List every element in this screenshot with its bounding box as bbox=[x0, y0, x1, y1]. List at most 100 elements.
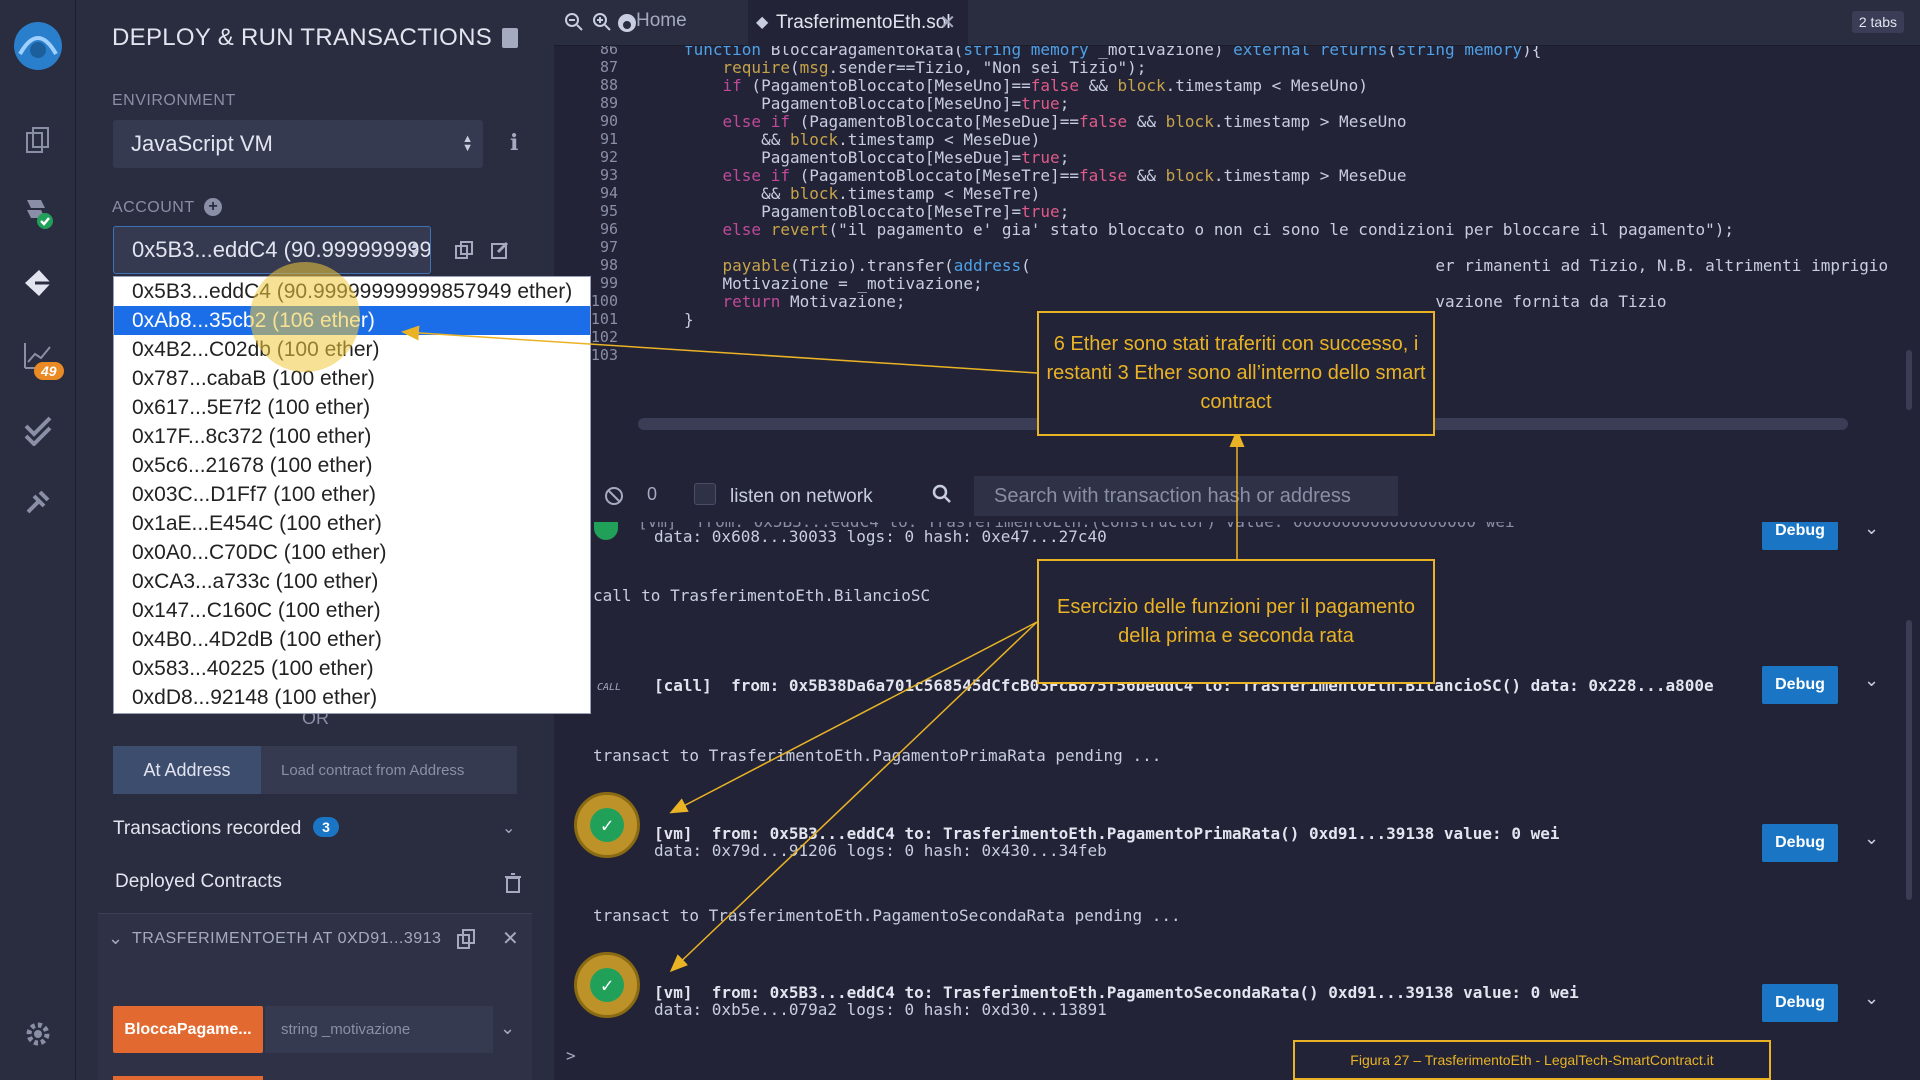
solidity-compiler-icon[interactable] bbox=[20, 195, 56, 231]
load-address-input[interactable]: Load contract from Address bbox=[261, 746, 517, 794]
account-option[interactable]: 0x1aE...E454C (100 ether) bbox=[132, 511, 382, 535]
copy-address-icon[interactable] bbox=[454, 240, 474, 265]
account-option[interactable]: 0x147...C160C (100 ether) bbox=[132, 598, 381, 622]
account-option[interactable]: 0x617...5E7f2 (100 ether) bbox=[132, 395, 371, 419]
success-check-icon: ✓ bbox=[590, 808, 624, 842]
search-input[interactable]: Search with transaction hash or address bbox=[974, 476, 1398, 516]
trash-icon[interactable] bbox=[505, 873, 521, 898]
environment-label: ENVIRONMENT bbox=[112, 92, 236, 109]
deployed-contract-card: ⌄ TRASFERIMENTOETH AT 0XD91...3913 ✕ bbox=[98, 913, 532, 1080]
success-check-icon: ✓ bbox=[590, 968, 624, 1002]
settings-gear-icon[interactable] bbox=[20, 1016, 56, 1052]
account-value: 0x5B3...eddC4 (90.99999999999857949 bbox=[132, 237, 431, 262]
code-text: else if (PagamentoBloccato[MeseTre]==fal… bbox=[722, 166, 1407, 185]
chevron-down-icon[interactable]: ⌄ bbox=[502, 818, 516, 837]
expand-chevron-icon[interactable]: ⌄ bbox=[1864, 988, 1880, 1009]
account-option[interactable]: 0xdD8...92148 (100 ether) bbox=[132, 685, 378, 709]
plugin-manager-icon[interactable] bbox=[20, 484, 56, 520]
tab-bar: Home ◆ TrasferimentoEth.sol ✕ 2 tabs bbox=[554, 0, 1920, 46]
tx1-pending: transact to TrasferimentoEth.PagamentoPr… bbox=[593, 746, 1162, 765]
code-text: && block.timestamp < MeseDue) bbox=[684, 130, 1041, 149]
docs-book-icon[interactable] bbox=[502, 28, 518, 48]
code-text: PagamentoBloccato[MeseTre]=true; bbox=[684, 202, 1070, 221]
line-number: 98 bbox=[599, 256, 618, 274]
tx1-success-highlight: ✓ bbox=[574, 792, 640, 858]
info-icon[interactable]: i bbox=[510, 130, 519, 156]
tab-file[interactable]: ◆ TrasferimentoEth.sol ✕ bbox=[748, 0, 968, 46]
expand-chevron-icon[interactable]: ⌄ bbox=[1864, 828, 1880, 849]
solidity-file-icon: ◆ bbox=[756, 14, 769, 31]
tx2-success-highlight: ✓ bbox=[574, 952, 640, 1018]
account-option[interactable]: 0x4B0...4D2dB (100 ether) bbox=[132, 627, 382, 651]
tx2-line1: [vm] from: 0x5B3...eddC4 to: Trasferimen… bbox=[654, 983, 1579, 1002]
line-number: 94 bbox=[599, 184, 618, 202]
tabs-dropdown-button[interactable]: 2 tabs bbox=[1851, 11, 1904, 33]
account-option[interactable]: 0x787...cabaB (100 ether) bbox=[132, 366, 375, 390]
account-option[interactable]: 0x583...40225 (100 ether) bbox=[132, 656, 374, 680]
home-icon bbox=[616, 12, 638, 39]
sign-message-icon[interactable] bbox=[490, 240, 510, 265]
line-number: 96 bbox=[599, 220, 618, 238]
function-input[interactable]: string _motivazione bbox=[265, 1006, 493, 1053]
line-number: 86 bbox=[599, 46, 618, 58]
expand-chevron-icon[interactable]: ⌄ bbox=[1864, 522, 1880, 539]
debug-button[interactable]: Debug bbox=[1762, 522, 1838, 550]
function-button-2[interactable] bbox=[113, 1076, 263, 1080]
collapse-chevron-icon[interactable]: ⌄ bbox=[108, 928, 124, 949]
code-text: return Motivazione; vazione fornita da T… bbox=[722, 292, 1667, 311]
call-tag: CALL bbox=[597, 682, 622, 693]
debug-button[interactable]: Debug bbox=[1762, 984, 1838, 1022]
line-number: 92 bbox=[599, 148, 618, 166]
code-text: if (PagamentoBloccato[MeseUno]==false &&… bbox=[722, 76, 1368, 95]
deployed-contracts-label: Deployed Contracts bbox=[115, 871, 282, 892]
account-option[interactable]: 0x03C...D1Ff7 (100 ether) bbox=[132, 482, 376, 506]
zoom-in-icon[interactable] bbox=[592, 12, 612, 37]
account-option[interactable]: 0x17F...8c372 (100 ether) bbox=[132, 424, 372, 448]
annotation-note-functions-text: Esercizio delle funzioni per il pagament… bbox=[1057, 595, 1415, 647]
transactions-count-badge: 3 bbox=[313, 817, 339, 837]
remix-logo-icon[interactable] bbox=[8, 16, 68, 76]
listen-checkbox[interactable] bbox=[694, 483, 716, 505]
terminal-prompt[interactable]: > bbox=[566, 1046, 576, 1065]
account-select[interactable]: 0x5B3...eddC4 (90.99999999999857949 ▲▼ bbox=[113, 226, 431, 274]
tx1-line2: data: 0x79d...91206 logs: 0 hash: 0x430.… bbox=[654, 841, 1107, 860]
terminal-scrollbar[interactable] bbox=[1906, 620, 1912, 900]
environment-select[interactable]: JavaScript VM ▲▼ bbox=[113, 120, 483, 168]
add-account-icon[interactable]: + bbox=[204, 198, 222, 216]
code-text: payable(Tizio).transfer(address( er rima… bbox=[722, 256, 1889, 275]
code-text: } bbox=[684, 310, 694, 329]
file-explorer-icon[interactable] bbox=[20, 122, 56, 158]
line-number: 100 bbox=[590, 292, 618, 310]
expand-chevron-icon[interactable]: ⌄ bbox=[500, 1018, 516, 1039]
clear-console-icon[interactable] bbox=[604, 486, 624, 511]
copy-contract-address-icon[interactable] bbox=[456, 928, 476, 955]
editor-scrollbar[interactable] bbox=[1906, 350, 1912, 410]
function-button[interactable]: BloccaPagame... bbox=[113, 1006, 263, 1053]
environment-value: JavaScript VM bbox=[131, 131, 273, 156]
line-number: 95 bbox=[599, 202, 618, 220]
code-text: Motivazione = _motivazione; bbox=[684, 274, 983, 293]
close-tab-icon[interactable]: ✕ bbox=[939, 12, 956, 34]
zoom-out-icon[interactable] bbox=[564, 12, 584, 37]
line-number: 90 bbox=[599, 112, 618, 130]
at-address-button[interactable]: At Address bbox=[113, 746, 261, 794]
line-number: 101 bbox=[590, 310, 618, 328]
tx2-pending: transact to TrasferimentoEth.PagamentoSe… bbox=[593, 906, 1181, 925]
account-option[interactable]: 0x0A0...C70DC (100 ether) bbox=[132, 540, 387, 564]
code-text: PagamentoBloccato[MeseDue]=true; bbox=[684, 148, 1070, 167]
account-option[interactable]: 0x5c6...21678 (100 ether) bbox=[132, 453, 373, 477]
unit-testing-icon[interactable] bbox=[20, 412, 56, 448]
search-icon bbox=[932, 484, 952, 509]
panel-title: DEPLOY & RUN TRANSACTIONS bbox=[112, 24, 493, 51]
expand-chevron-icon[interactable]: ⌄ bbox=[1864, 670, 1880, 691]
transactions-recorded-label[interactable]: Transactions recorded bbox=[113, 818, 302, 839]
debug-button[interactable]: Debug bbox=[1762, 666, 1838, 704]
tab-home[interactable]: Home bbox=[636, 10, 687, 31]
account-option[interactable]: 0xCA3...a733c (100 ether) bbox=[132, 569, 379, 593]
code-text: PagamentoBloccato[MeseUno]=true; bbox=[684, 94, 1070, 113]
close-icon[interactable]: ✕ bbox=[502, 928, 519, 950]
line-number: 91 bbox=[599, 130, 618, 148]
debug-button[interactable]: Debug bbox=[1762, 824, 1838, 862]
deploy-run-icon[interactable] bbox=[20, 265, 56, 301]
